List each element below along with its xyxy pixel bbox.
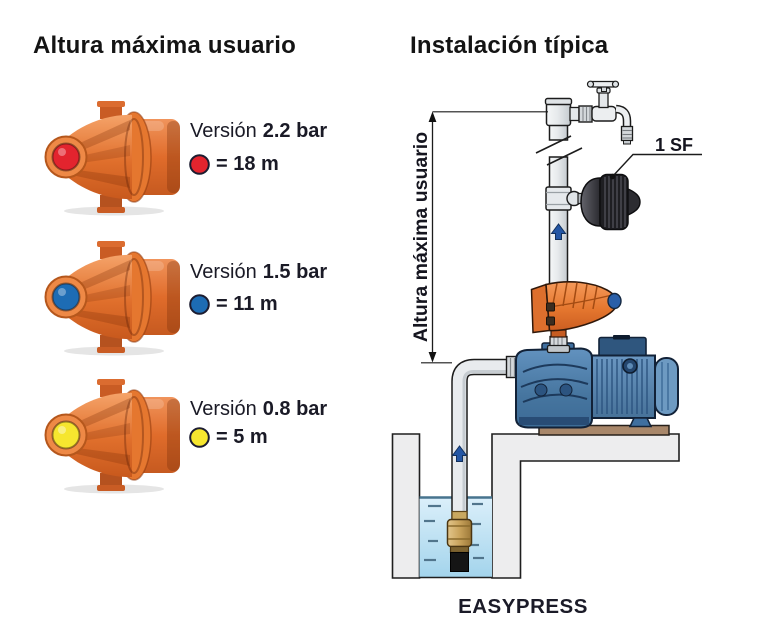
left-panel-title: Altura máxima usuario bbox=[33, 32, 296, 59]
flow-arrow-up-icon bbox=[550, 223, 567, 240]
dimension-altura-maxima: Altura máxima usuario bbox=[410, 111, 548, 364]
pump-motor bbox=[591, 335, 679, 428]
easypress-regulator bbox=[530, 281, 622, 354]
yellow-dot-icon bbox=[189, 427, 210, 448]
height-value: = 5 m bbox=[216, 426, 268, 448]
jet-pump bbox=[515, 342, 593, 429]
version-word: Versión bbox=[190, 398, 257, 420]
strainer bbox=[450, 552, 469, 572]
regulator-cap-yellow bbox=[51, 420, 81, 450]
dimension-arrow-up bbox=[428, 111, 437, 122]
dimension-label-vertical: Altura máxima usuario bbox=[410, 132, 432, 342]
product-caption: EASYPRESS bbox=[458, 595, 588, 618]
version-word: Versión bbox=[190, 261, 257, 283]
height-legend-0-8bar: = 5 m bbox=[188, 426, 268, 449]
pressure-regulator-photo-2-2bar bbox=[44, 100, 181, 217]
height-value: = 11 m bbox=[216, 293, 278, 315]
pressure-regulator-photo-1-5bar bbox=[44, 240, 181, 357]
height-value: = 18 m bbox=[216, 153, 279, 175]
pipe-break-mark bbox=[546, 147, 583, 166]
version-pressure: 2.2 bar bbox=[262, 120, 328, 142]
faucet bbox=[578, 80, 634, 145]
pressure-regulator-photo-0-8bar bbox=[44, 378, 181, 495]
pipe-break-mark bbox=[535, 135, 572, 154]
version-pressure: 1.5 bar bbox=[262, 261, 328, 283]
callout-1sf-label: 1 SF bbox=[655, 135, 693, 155]
flow-arrow-up-icon bbox=[451, 445, 468, 462]
height-legend-1-5bar: = 11 m bbox=[188, 293, 278, 316]
diagram-title: Instalación típica bbox=[410, 32, 609, 59]
blue-dot-icon bbox=[189, 294, 210, 315]
dimension-arrow-down bbox=[428, 352, 437, 363]
fan-cover bbox=[654, 357, 679, 416]
pressure-tank-1sf bbox=[566, 173, 641, 231]
callout-1sf: 1 SF bbox=[609, 135, 702, 180]
motor-foot bbox=[628, 417, 653, 428]
pump-base-plinth bbox=[538, 424, 670, 436]
foot-valve bbox=[446, 510, 473, 572]
red-dot-icon bbox=[189, 154, 210, 175]
typical-installation-diagram: 1 SF bbox=[391, 80, 702, 618]
version-word: Versión bbox=[190, 120, 257, 142]
height-legend-2-2bar: = 18 m bbox=[188, 153, 279, 176]
regulator-cap-blue bbox=[51, 282, 81, 312]
regulator-cap-red bbox=[51, 142, 81, 172]
regulator-blue-tip bbox=[607, 292, 622, 310]
version-pressure: 0.8 bar bbox=[262, 398, 328, 420]
